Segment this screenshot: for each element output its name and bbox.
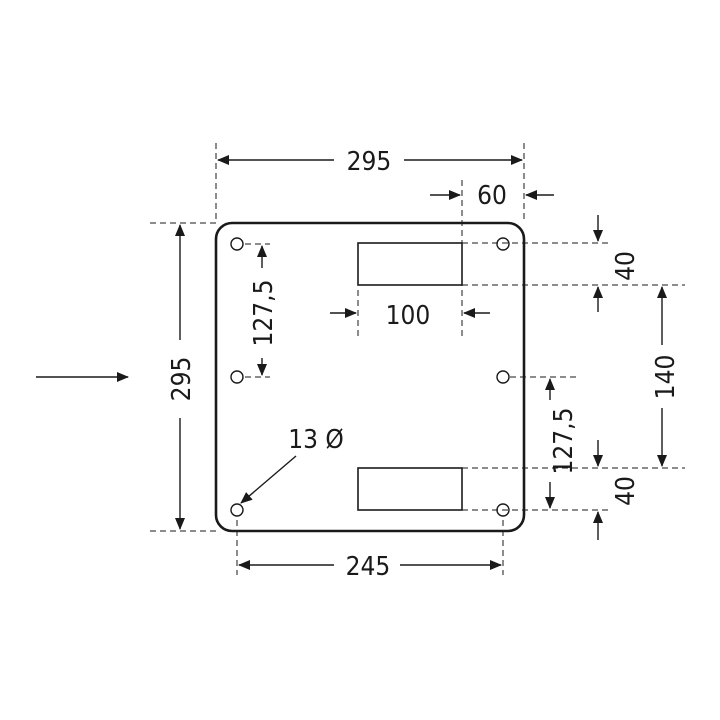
hole-mid-right: [496, 370, 510, 384]
slot-top: [357, 242, 463, 286]
dimension-lines: [36, 155, 667, 570]
dim-bottom-offset: 40: [611, 476, 641, 506]
dim-hole-spacing-horizontal: 245: [346, 552, 391, 582]
slot-bottom: [357, 467, 463, 511]
dim-hole-diameter: 13 Ø: [288, 425, 344, 455]
dim-top-offset: 40: [611, 251, 641, 281]
hole-top-left: [230, 237, 244, 251]
dim-slot-offset: 60: [477, 181, 507, 211]
hole-bottom-left: [230, 503, 244, 517]
dim-overall-width: 295: [347, 147, 392, 177]
dim-overall-height: 295: [167, 357, 197, 402]
extension-lines: [150, 143, 685, 575]
dim-slot-spacing: 140: [651, 355, 681, 400]
hole-top-right: [496, 237, 510, 251]
dim-hole-spacing-vertical-right: 127,5: [549, 408, 579, 475]
dim-slot-length: 100: [386, 301, 431, 331]
dim-hole-spacing-vertical-left: 127,5: [249, 280, 279, 347]
hole-mid-left: [230, 370, 244, 384]
